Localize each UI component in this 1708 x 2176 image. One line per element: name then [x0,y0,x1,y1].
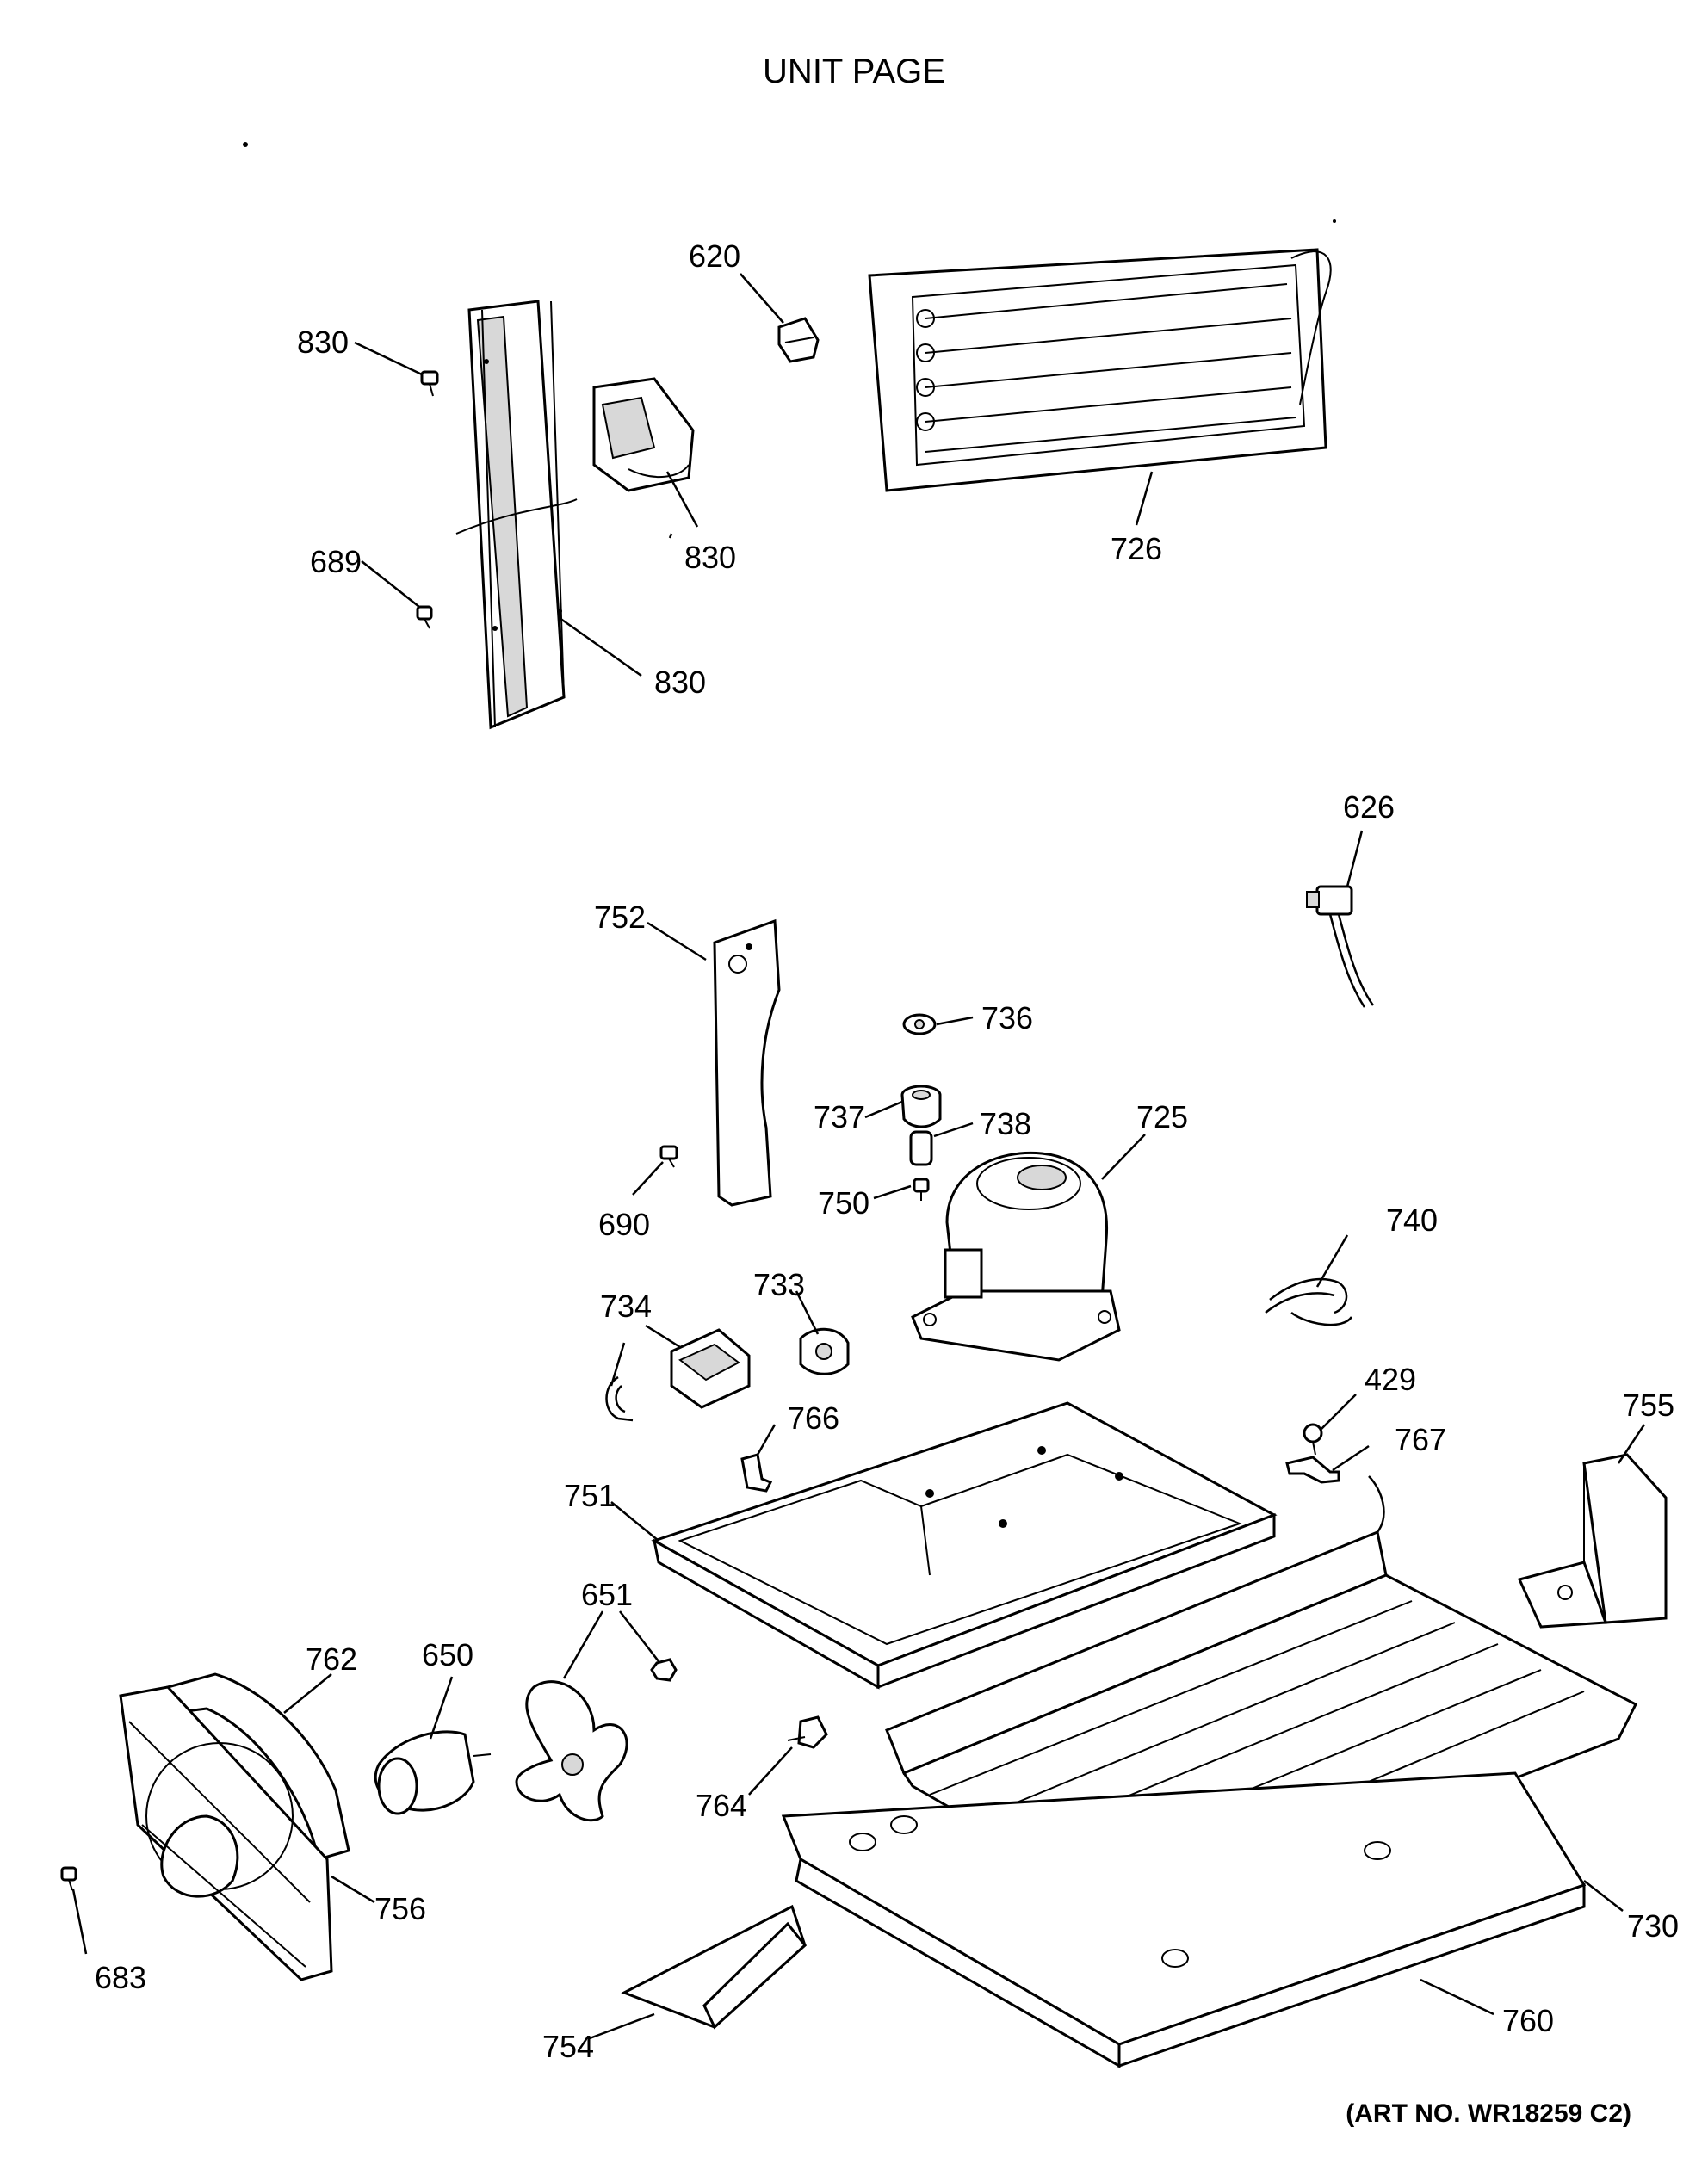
screw-830-part [420,370,439,397]
label-650: 650 [422,1637,473,1672]
speck [243,142,248,147]
screw-690-part [659,1145,678,1168]
speck [1333,219,1336,223]
label-738: 738 [980,1106,1031,1141]
grommet-737-part [900,1085,942,1128]
label-726: 726 [1111,531,1162,566]
label-750: 750 [818,1185,869,1221]
label-737: 737 [814,1099,865,1134]
evaporator-726-part [868,248,1332,492]
cord-626-part [1306,885,1375,1008]
label-830-relay: 830 [684,540,736,575]
label-755: 755 [1623,1388,1674,1423]
label-760: 760 [1502,2003,1554,2038]
bracket-755-part [1517,1453,1668,1629]
art-number: (ART NO. WR18259 C2) [1346,2099,1631,2128]
label-683: 683 [95,1960,146,1995]
overload-734-part [670,1328,751,1409]
compressor-725-part [911,1151,1121,1362]
clip-620-part [777,317,820,363]
label-651: 651 [581,1577,633,1612]
label-690: 690 [598,1207,650,1242]
label-766: 766 [788,1400,839,1436]
clip-766-part [740,1453,773,1493]
label-764: 764 [696,1788,747,1823]
clip-767-part [1285,1456,1340,1484]
label-736: 736 [981,1000,1033,1035]
label-767: 767 [1395,1422,1446,1457]
fan-shroud-756-part [119,1685,333,1981]
screw-683-part [60,1866,77,1891]
page-title: UNIT PAGE [763,53,945,90]
label-762: 762 [306,1641,357,1677]
drain-pan-760-part [781,1771,1587,2068]
screw-429-part [1303,1423,1323,1456]
label-620: 620 [689,238,740,274]
screw-689-part [416,605,433,629]
label-429: 429 [1365,1362,1416,1397]
leader-lines [71,273,1646,2040]
callout-labels: 830 620 830 689 830 726 626 752 736 737 … [95,238,1679,2064]
label-733: 733 [753,1267,805,1302]
clip-734-part [605,1375,634,1422]
sleeve-738-part [909,1130,933,1166]
base-pan-751-part [651,1401,1278,1690]
stud-750-part [913,1178,930,1201]
label-689: 689 [310,544,362,579]
label-626: 626 [1343,789,1395,825]
trough-754-part [621,1904,808,2030]
label-734: 734 [600,1289,652,1324]
label-740: 740 [1386,1202,1438,1238]
channel-bracket-part [455,300,578,730]
label-752: 752 [594,899,646,935]
label-754: 754 [542,2029,594,2064]
nut-651-part [650,1658,678,1682]
bracket-752-part [713,918,781,1207]
label-725: 725 [1136,1099,1188,1134]
harness-740-part [1265,1277,1353,1326]
fan-motor-650-part [374,1730,492,1815]
label-730: 730 [1627,1908,1679,1944]
relay-733-part [799,1327,850,1375]
label-830-top: 830 [297,325,349,360]
label-756: 756 [374,1891,426,1926]
clip-736-part [902,1013,937,1035]
clip-764-part [787,1715,828,1749]
fan-blade-651-part [515,1680,628,1822]
label-830-bracket: 830 [654,665,706,700]
relay-830-part [592,377,695,492]
label-751: 751 [564,1478,616,1513]
